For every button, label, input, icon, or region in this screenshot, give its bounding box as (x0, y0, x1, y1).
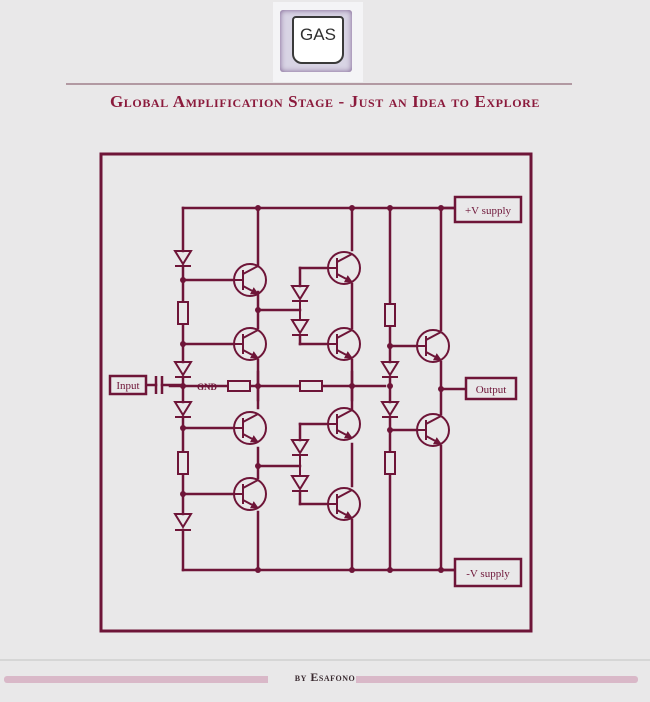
junction-dot (438, 567, 444, 573)
npn-transistor-icon (233, 263, 267, 297)
junction-dot (349, 383, 355, 389)
diode-icon (290, 439, 310, 456)
capacitor-icon (154, 376, 164, 394)
diode-icon (380, 361, 400, 378)
junction-dot (180, 491, 186, 497)
junction-dot (255, 205, 261, 211)
junction-dot (349, 205, 355, 211)
pnp-transistor-icon (326, 487, 361, 521)
junction-dot (387, 343, 393, 349)
diode-icon (290, 319, 310, 336)
logo-card-icon: GAS (292, 16, 344, 64)
junction-dot (180, 277, 186, 283)
resistor-icon (299, 380, 323, 392)
npn-transistor-icon (326, 251, 361, 285)
junction-dot (180, 341, 186, 347)
junction-dot (387, 383, 393, 389)
pnp-transistor-icon (233, 477, 267, 511)
schematic-frame (99, 152, 533, 633)
pnp-transistor-icon (326, 327, 361, 361)
diode-icon (173, 250, 193, 267)
negative-supply-label: -V supply (466, 568, 510, 580)
pnp-transistor-icon (233, 327, 267, 361)
junction-dot (255, 383, 261, 389)
output-label: Output (476, 384, 507, 396)
npn-transistor-icon (326, 407, 361, 441)
gas-logo: GAS (273, 2, 363, 82)
diode-icon (173, 513, 193, 531)
diode-icon (173, 361, 193, 378)
junction-dot (387, 427, 393, 433)
diode-icon (290, 475, 310, 492)
gnd-label: GND (197, 382, 218, 392)
resistor-icon (227, 380, 251, 392)
resistor-icon (384, 303, 396, 327)
junction-dot (387, 205, 393, 211)
junction-dot (349, 567, 355, 573)
page-title: Global Amplification Stage - Just an Ide… (109, 92, 541, 111)
pnp-transistor-icon (416, 413, 450, 447)
diode-icon (380, 401, 400, 418)
npn-transistor-icon (233, 411, 267, 445)
positive-supply-label: +V supply (465, 205, 512, 217)
resistor-icon (177, 451, 189, 475)
junction-dot (438, 205, 444, 211)
diode-icon (290, 285, 310, 302)
positive-supply-box (453, 195, 523, 224)
junction-dot (387, 567, 393, 573)
resistor-icon (384, 451, 396, 475)
input-box (108, 374, 148, 396)
junction-dot (180, 383, 186, 389)
resistor-icon (177, 301, 189, 325)
junction-dot (180, 425, 186, 431)
npn-transistor-icon (416, 329, 450, 363)
input-label: Input (116, 380, 139, 392)
junction-dot (438, 386, 444, 392)
logo-frame: GAS (280, 10, 352, 72)
diode-icon (173, 401, 193, 418)
footer-label-backdrop (268, 670, 356, 686)
junction-dot (255, 307, 261, 313)
footer-byline: by Esafono (294, 670, 356, 684)
junction-dot (255, 567, 261, 573)
output-box (464, 376, 518, 401)
junction-dot (255, 463, 261, 469)
logo-text: GAS (300, 25, 336, 44)
negative-supply-box (453, 557, 523, 588)
